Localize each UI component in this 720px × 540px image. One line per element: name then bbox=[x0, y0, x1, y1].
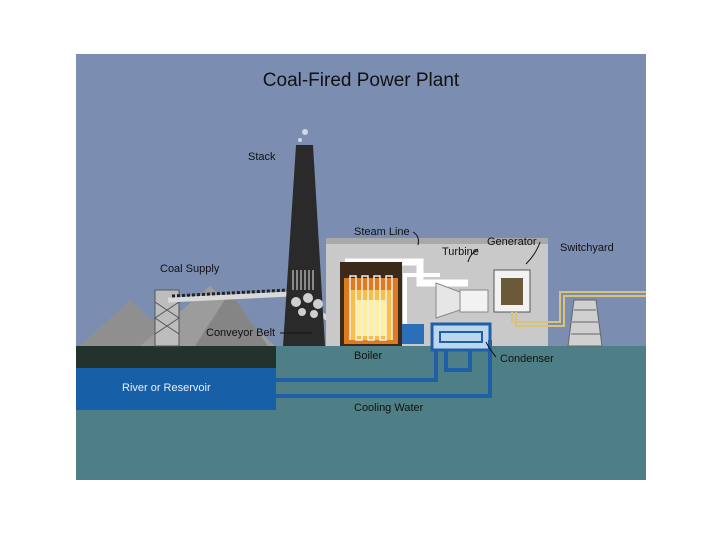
turbine bbox=[435, 282, 489, 319]
river-reservoir bbox=[76, 368, 276, 410]
label-switchyard: Switchyard bbox=[560, 242, 614, 254]
label-boiler: Boiler bbox=[354, 350, 383, 362]
dark-ground-strip bbox=[76, 346, 276, 368]
label-conveyor-belt: Conveyor Belt bbox=[206, 327, 276, 339]
coal-pieces bbox=[291, 293, 323, 318]
power-lines bbox=[511, 291, 646, 327]
generator bbox=[493, 269, 531, 313]
label-turbine: Turbine bbox=[442, 246, 479, 258]
smoke-stack bbox=[283, 145, 325, 346]
label-condenser: Condenser bbox=[500, 353, 554, 365]
stack-smoke bbox=[302, 129, 308, 135]
steam-line-return bbox=[403, 273, 440, 330]
coal-pile bbox=[195, 292, 268, 346]
condenser bbox=[402, 322, 492, 352]
label-generator: Generator bbox=[487, 236, 537, 248]
switchyard bbox=[567, 299, 603, 347]
conveyor-coal bbox=[171, 288, 289, 298]
label-stack: Stack bbox=[248, 151, 276, 163]
label-coal-supply: Coal Supply bbox=[160, 263, 220, 275]
stack-smoke bbox=[298, 138, 302, 142]
label-cooling-water: Cooling Water bbox=[354, 402, 424, 414]
boiler bbox=[340, 262, 402, 346]
stack-vents bbox=[292, 270, 314, 290]
page-title: Coal-Fired Power Plant bbox=[262, 70, 460, 91]
label-river-reservoir: River or Reservoir bbox=[122, 382, 211, 394]
cooling-water-pipes bbox=[276, 340, 492, 398]
leader-lines bbox=[280, 231, 541, 358]
label-steam-line: Steam Line bbox=[354, 226, 410, 238]
plant-building-roof bbox=[326, 238, 548, 244]
